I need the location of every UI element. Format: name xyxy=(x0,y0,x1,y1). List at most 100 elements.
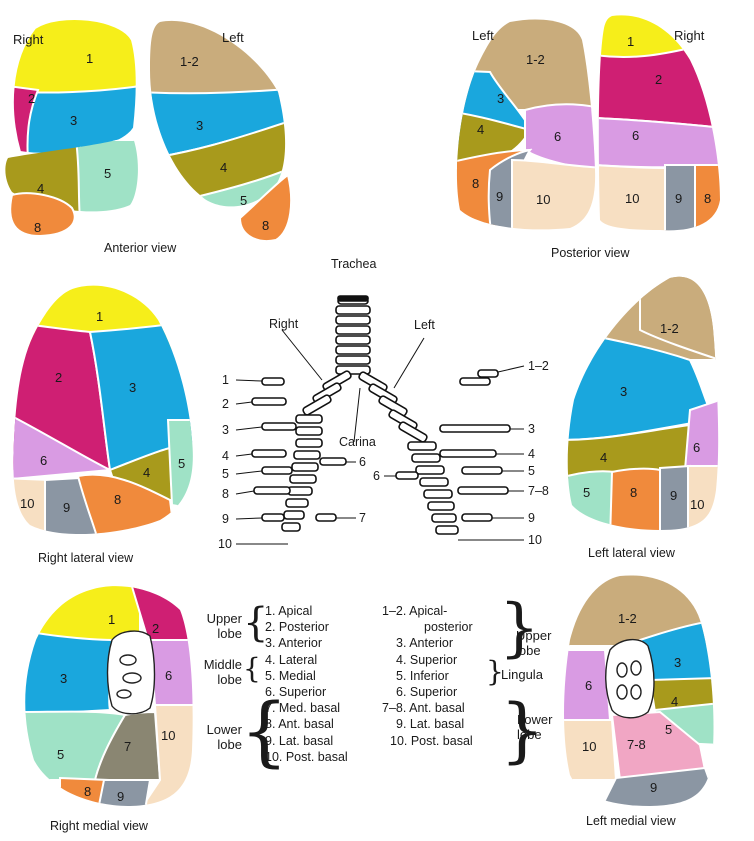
bronchi-leader-lines xyxy=(235,329,525,545)
left-hilum xyxy=(605,639,655,719)
anterior-view-caption: Anterior view xyxy=(104,241,177,255)
seg-label-9: 9 xyxy=(117,789,124,804)
seg-label-8: 8 xyxy=(84,784,91,799)
anterior-right-upper-lobe xyxy=(12,18,137,154)
left-medial-caption: Left medial view xyxy=(586,814,677,828)
seg-label-8: 8 xyxy=(630,485,637,500)
legend-item: 10. Post. basal xyxy=(390,733,473,748)
seg-label-3: 3 xyxy=(60,671,67,686)
right-bronchus-label: 10 xyxy=(218,537,232,551)
posterior-view: Left Right Posterior view 1-2 3 4 6 8 9 … xyxy=(456,15,720,260)
seg-label-6: 6 xyxy=(40,453,47,468)
seg-label-1: 1 xyxy=(96,309,103,324)
right-lateral-lung xyxy=(13,285,193,535)
legend-item: 5. Medial xyxy=(265,668,316,683)
posterior-right-lung xyxy=(598,15,720,231)
seg-label-9: 9 xyxy=(63,500,70,515)
right-lower-lobe-line: Lower xyxy=(206,722,242,737)
right-main-bronchus xyxy=(281,370,352,532)
right-bronchus-label-7: 7 xyxy=(359,511,366,525)
bronchi-right-label: Right xyxy=(269,317,299,331)
seg-label-3: 3 xyxy=(497,91,504,106)
seg-label-8: 8 xyxy=(114,492,121,507)
right-bronchus-label: 2 xyxy=(222,397,229,411)
segment-10 xyxy=(511,158,596,230)
left-bronchus-label: 1–2 xyxy=(528,359,549,373)
left-lower-brace: } xyxy=(500,689,545,771)
legend-item: 9. Lat. basal xyxy=(396,717,465,732)
posterior-view-caption: Posterior view xyxy=(551,246,630,260)
legend-item-continued: posterior xyxy=(424,620,473,635)
anterior-view: Right Left Anterior view 1 2 3 4 5 8 1-2… xyxy=(5,17,293,255)
segment-8 xyxy=(9,192,76,238)
legend-item: 5. Inferior xyxy=(396,668,449,683)
legend-item: 4. Superior xyxy=(396,652,458,667)
segment-8 xyxy=(238,173,293,242)
legend-item: 6. Superior xyxy=(396,685,458,700)
seg-label-3: 3 xyxy=(70,113,77,128)
right-medial-view: 1 2 3 6 5 7 10 8 9 Right medial view xyxy=(25,586,193,833)
right-lateral-view: 1 2 3 6 4 5 10 9 8 Right lateral view xyxy=(13,285,193,565)
segment-1-2 xyxy=(639,276,719,362)
legend-item: 9. Lat. basal xyxy=(265,733,334,748)
left-lateral-caption: Left lateral view xyxy=(588,546,676,560)
seg-label-1-2: 1-2 xyxy=(660,321,679,336)
left-bronchus-label: 7–8 xyxy=(528,484,549,498)
left-lateral-view: 1-2 3 4 6 5 8 9 10 Left lateral view xyxy=(567,276,719,560)
seg-label-4: 4 xyxy=(37,181,44,196)
left-segmental-bronchi xyxy=(395,369,511,522)
right-medial-caption: Right medial view xyxy=(50,819,149,833)
segment-7-8 xyxy=(610,710,707,782)
left-bronchus-label: 4 xyxy=(528,447,535,461)
right-bronchus-label: 8 xyxy=(222,487,229,501)
legend-item: 1–2. Apical- xyxy=(382,604,448,618)
left-bronchus-label-6: 6 xyxy=(373,469,380,483)
seg-label-1-2: 1-2 xyxy=(526,52,545,67)
seg-label-2: 2 xyxy=(152,621,159,636)
seg-label-2: 2 xyxy=(655,72,662,87)
segment-9 xyxy=(96,779,152,806)
right-bronchus-label: 4 xyxy=(222,449,229,463)
seg-label-5: 5 xyxy=(57,747,64,762)
seg-label-2: 2 xyxy=(55,370,62,385)
seg-label-10: 10 xyxy=(690,497,704,512)
right-bronchus-label: 5 xyxy=(222,467,229,481)
legend-item: 6. Superior xyxy=(265,685,327,700)
bronchial-tree xyxy=(251,295,511,535)
seg-label-4: 4 xyxy=(477,122,484,137)
seg-label-10: 10 xyxy=(536,192,550,207)
seg-label-10: 10 xyxy=(582,739,596,754)
carina-label: Carina xyxy=(339,435,376,449)
legend-item: 7–8. Ant. basal xyxy=(382,701,465,716)
segment-5 xyxy=(567,470,617,530)
segment-10 xyxy=(13,476,51,535)
posterior-right-label: Right xyxy=(674,28,705,43)
segment-4 xyxy=(648,676,714,714)
right-upper-brace: { xyxy=(243,600,269,646)
left-bronchus-label: 3 xyxy=(528,422,535,436)
seg-label-8: 8 xyxy=(262,218,269,233)
right-middle-lobe-line: lobe xyxy=(217,672,242,687)
right-bronchus-label: 1 xyxy=(222,373,229,387)
right-lower-lobe-label: Lower lobe xyxy=(190,722,242,752)
left-upper-lobe-line: lobe xyxy=(516,643,541,658)
posterior-left-label: Left xyxy=(472,28,494,43)
trachea xyxy=(335,295,371,375)
right-upper-lobe-line: Upper xyxy=(206,611,242,626)
trachea-label: Trachea xyxy=(331,257,376,271)
seg-label-7-8: 7-8 xyxy=(627,737,646,752)
seg-label-6: 6 xyxy=(693,440,700,455)
right-bronchus-label-6: 6 xyxy=(359,455,366,469)
segment-1 xyxy=(598,15,720,61)
segment-8 xyxy=(608,467,661,530)
left-main-bronchus xyxy=(358,371,459,535)
seg-label-1: 1 xyxy=(627,34,634,49)
left-upper-lobe-line: Upper xyxy=(516,628,552,643)
legend-item: 7. Med. basal xyxy=(265,701,341,716)
segment-5 xyxy=(74,139,138,212)
legend-item: 8. Ant. basal xyxy=(265,717,334,732)
right-lower-brace: { xyxy=(240,686,289,775)
seg-label-5: 5 xyxy=(583,485,590,500)
seg-label-10: 10 xyxy=(625,191,639,206)
left-bronchus-numbers: 1–2 3 4 5 7–8 9 10 6 xyxy=(373,359,549,547)
